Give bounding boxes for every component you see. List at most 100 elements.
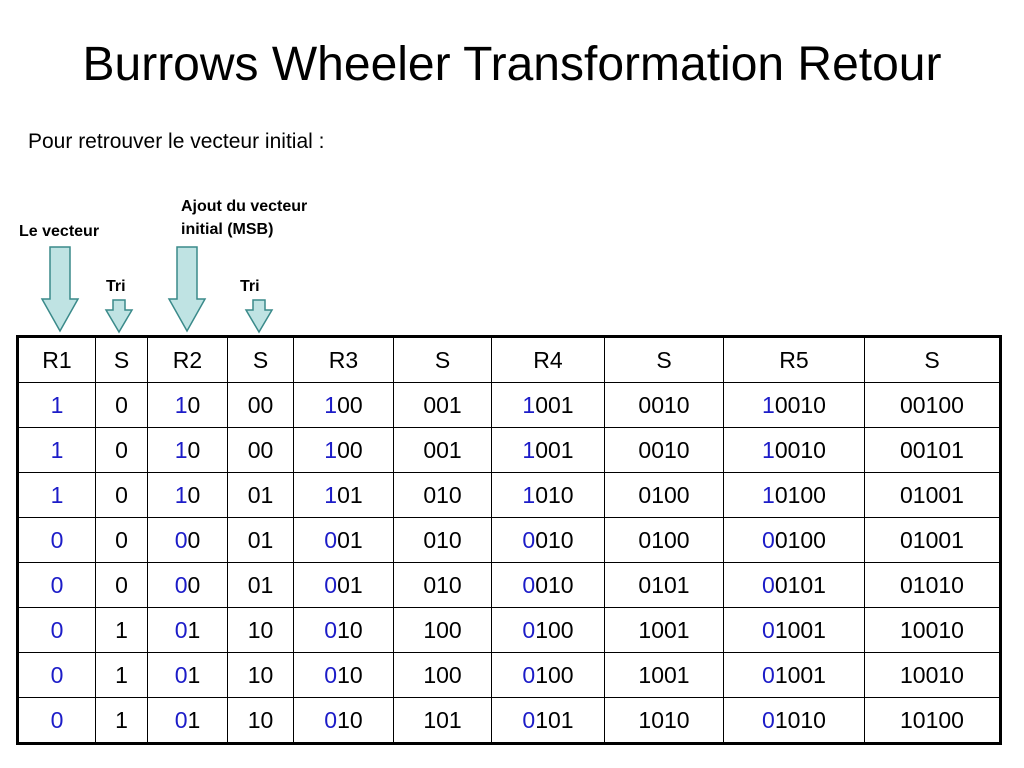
cell-s: 1010 <box>604 697 724 744</box>
cell-msb: 0 <box>522 616 536 643</box>
cell-s: 0010 <box>604 427 724 473</box>
cell-rest: 10 <box>337 706 363 733</box>
label-ajout-line1: Ajout du vecteur <box>181 198 308 215</box>
cell-msb: 0 <box>174 706 188 733</box>
cell-rest: 1 <box>187 616 201 643</box>
table-header-row: R1 S R2 S R3 S R4 S R5 S <box>17 336 1001 383</box>
cell-s: 1 <box>95 607 148 653</box>
cell-rest: 10 <box>337 616 363 643</box>
cell-s: 00101 <box>864 427 1001 473</box>
cell-s: 01001 <box>864 472 1001 518</box>
cell-msb: 0 <box>174 571 188 598</box>
cell-msb: 1 <box>50 391 64 418</box>
down-arrow-small-icon <box>104 299 134 334</box>
cell-rest: 001 <box>535 436 574 463</box>
cell-r: 01001 <box>723 652 865 698</box>
cell-r: 10 <box>147 472 228 518</box>
cell-r: 1 <box>17 472 96 518</box>
cell-r: 00 <box>147 562 228 608</box>
cell-r: 100 <box>293 382 394 428</box>
cell-s: 01010 <box>864 562 1001 608</box>
slide-subtitle: Pour retrouver le vecteur initial : <box>28 130 325 153</box>
cell-s: 001 <box>393 382 492 428</box>
cell-msb: 0 <box>522 661 536 688</box>
label-le-vecteur: Le vecteur <box>19 223 100 240</box>
cell-s: 0100 <box>604 517 724 563</box>
cell-s: 00100 <box>864 382 1001 428</box>
down-arrow-icon <box>167 246 207 333</box>
cell-msb: 0 <box>762 706 775 733</box>
header-r1: R1 <box>17 336 96 383</box>
cell-s: 01 <box>227 562 294 608</box>
cell-s: 001 <box>393 427 492 473</box>
cell-s: 0 <box>95 382 148 428</box>
cell-msb: 1 <box>174 391 188 418</box>
cell-rest: 0100 <box>774 481 826 508</box>
cell-s: 0 <box>95 472 148 518</box>
cell-msb: 0 <box>174 661 188 688</box>
cell-r: 001 <box>293 562 394 608</box>
cell-r: 00 <box>147 517 228 563</box>
cell-rest: 1001 <box>774 661 826 688</box>
cell-s: 10 <box>227 697 294 744</box>
cell-s: 0010 <box>604 382 724 428</box>
cell-r: 001 <box>293 517 394 563</box>
cell-msb: 0 <box>522 706 536 733</box>
cell-msb: 1 <box>522 391 536 418</box>
cell-r: 01 <box>147 697 228 744</box>
label-ajout-line2: initial (MSB) <box>181 221 274 238</box>
cell-rest: 100 <box>535 661 574 688</box>
cell-msb: 0 <box>324 526 338 553</box>
cell-r: 10 <box>147 427 228 473</box>
cell-r: 10100 <box>723 472 865 518</box>
cell-s: 100 <box>393 607 492 653</box>
cell-r: 10010 <box>723 382 865 428</box>
cell-msb: 1 <box>50 481 64 508</box>
cell-s: 00 <box>227 427 294 473</box>
cell-r: 0 <box>17 652 96 698</box>
cell-r: 010 <box>293 607 394 653</box>
cell-s: 01 <box>227 472 294 518</box>
cell-msb: 1 <box>324 391 338 418</box>
cell-r: 010 <box>293 697 394 744</box>
header-r4: R4 <box>491 336 605 383</box>
cell-msb: 1 <box>522 436 536 463</box>
label-tri-2: Tri <box>240 278 260 295</box>
cell-rest: 01 <box>337 481 363 508</box>
cell-s: 1001 <box>604 607 724 653</box>
cell-rest: 0010 <box>774 436 826 463</box>
down-arrow-small-icon <box>244 299 274 334</box>
cell-msb: 1 <box>762 391 775 418</box>
cell-msb: 1 <box>174 436 188 463</box>
slide-title: Burrows Wheeler Transformation Retour <box>82 38 942 91</box>
cell-s: 010 <box>393 562 492 608</box>
cell-msb: 1 <box>324 436 338 463</box>
header-r5: R5 <box>723 336 865 383</box>
cell-r: 0101 <box>491 697 605 744</box>
cell-s: 0100 <box>604 472 724 518</box>
cell-s: 010 <box>393 472 492 518</box>
cell-rest: 1010 <box>774 706 826 733</box>
cell-msb: 0 <box>522 571 536 598</box>
cell-rest: 1 <box>187 661 201 688</box>
cell-rest: 001 <box>535 391 574 418</box>
cell-s: 01001 <box>864 517 1001 563</box>
cell-r: 1001 <box>491 427 605 473</box>
cell-s: 0101 <box>604 562 724 608</box>
cell-msb: 0 <box>50 661 64 688</box>
header-s: S <box>95 336 148 383</box>
cell-msb: 0 <box>762 661 775 688</box>
label-tri-1: Tri <box>106 278 126 295</box>
cell-msb: 1 <box>762 436 775 463</box>
cell-msb: 1 <box>762 481 775 508</box>
cell-rest: 10 <box>337 661 363 688</box>
cell-s: 100 <box>393 652 492 698</box>
cell-s: 01 <box>227 517 294 563</box>
cell-s: 0 <box>95 562 148 608</box>
cell-msb: 0 <box>50 571 64 598</box>
cell-msb: 0 <box>324 661 338 688</box>
